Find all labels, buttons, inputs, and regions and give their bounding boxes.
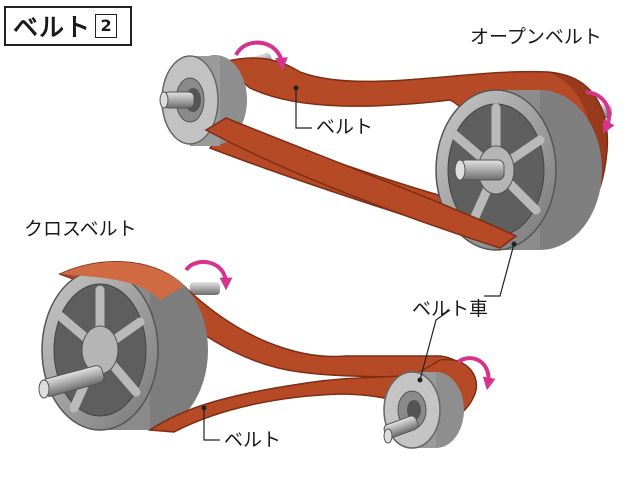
leader-lines	[201, 85, 517, 441]
open-small-pulley	[159, 55, 247, 146]
title-number-badge: 2	[95, 14, 118, 38]
rotation-arrow-icon	[456, 356, 496, 391]
cross-large-pulley	[38, 269, 208, 431]
label-belt-bottom: ベルト	[224, 429, 282, 451]
label-open-belt: オープンベルト	[470, 26, 602, 48]
rotation-arrow-icon	[585, 90, 615, 134]
cross-belt-assembly	[38, 260, 496, 449]
cross-belt-band-front	[147, 358, 478, 433]
cross-small-pulley	[383, 371, 464, 449]
open-large-pulley	[435, 89, 602, 251]
open-belt-lower-span	[204, 117, 518, 249]
rotation-arrow-icon	[234, 40, 288, 71]
diagram-title: ベルト	[13, 13, 92, 42]
title-box: ベルト 2	[4, 6, 132, 46]
label-belt-top: ベルト	[316, 116, 374, 138]
rotation-arrow-icon	[184, 260, 233, 291]
label-pulley: ベルト車	[412, 298, 489, 320]
open-belt-assembly	[159, 40, 615, 251]
shaft-cross-large-far	[190, 282, 220, 295]
label-cross-belt: クロスベルト	[24, 218, 137, 240]
